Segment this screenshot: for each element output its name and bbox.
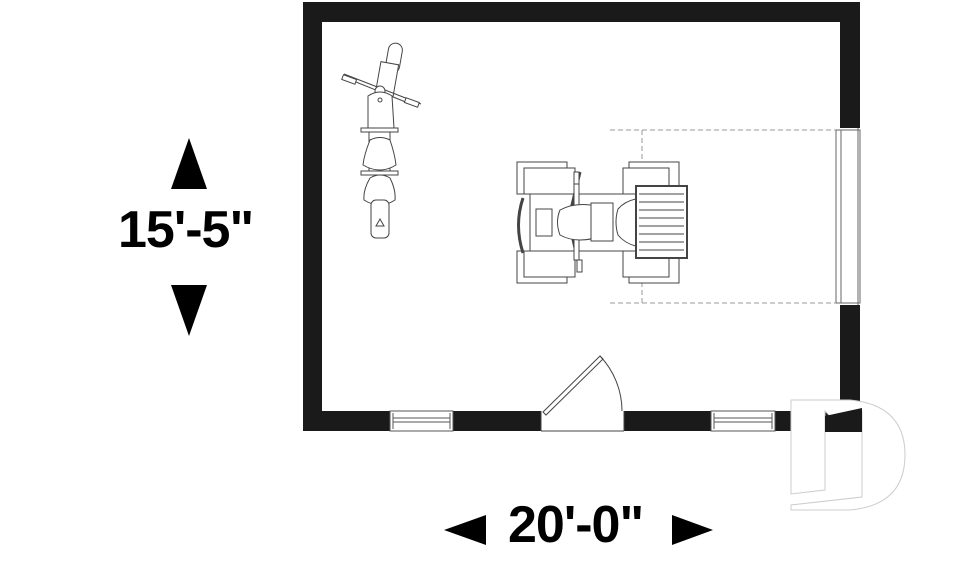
watermark-logo xyxy=(790,399,906,511)
garage-door xyxy=(835,128,861,305)
atv-quad xyxy=(516,161,688,284)
arrow-down-icon xyxy=(171,285,207,336)
dimension-arrows xyxy=(171,138,713,545)
entry-door xyxy=(540,355,625,432)
window-right xyxy=(710,410,776,432)
arrow-up-icon xyxy=(171,138,207,189)
motorcycle xyxy=(341,42,422,239)
arrow-right-icon xyxy=(672,515,713,545)
depth-dimension-label: 15'-5" xyxy=(118,201,254,259)
arrow-left-icon xyxy=(444,515,486,545)
window-left xyxy=(389,410,454,432)
width-dimension-label: 20'-0" xyxy=(508,496,644,554)
